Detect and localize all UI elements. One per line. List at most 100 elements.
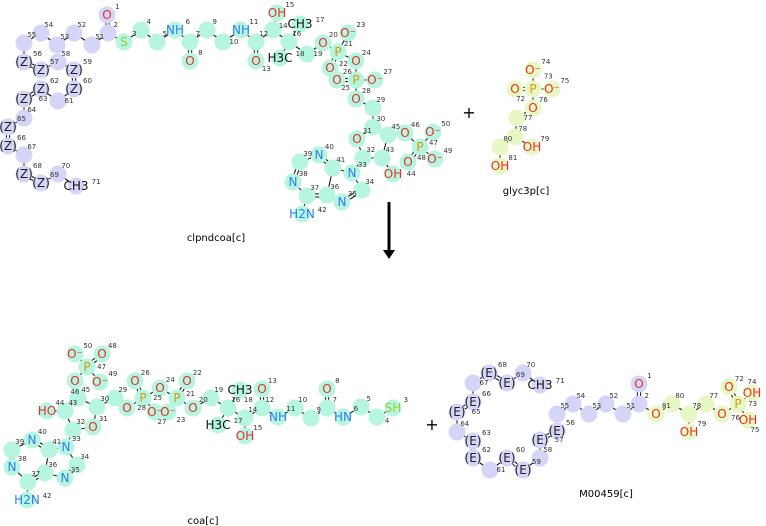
atom-number: 46 [411, 121, 420, 129]
atom-highlight-clpndcoa-33 [343, 164, 361, 182]
atom-number: 66 [482, 390, 491, 398]
atom-symbol: O [251, 54, 260, 68]
atom-number: 41 [336, 156, 345, 164]
atom-number: 63 [39, 95, 48, 103]
atom-highlight-clpndcoa-8 [181, 52, 199, 70]
atom-symbol: O [155, 381, 164, 395]
atom-symbol: O⁻ [147, 405, 163, 419]
atom-number: 72 [735, 375, 744, 383]
atom-highlight-M00459-57 [531, 431, 549, 449]
atom-symbol: (Z) [65, 82, 83, 96]
atom-number: 42 [318, 206, 327, 214]
atom-highlight-M00459-73 [729, 395, 747, 413]
atom-highlight-coa-46 [66, 372, 84, 390]
atom-highlight-clpndcoa-59 [65, 61, 83, 79]
atom-symbol: P [529, 82, 536, 96]
atom-symbol: O [130, 374, 139, 388]
atom-highlight-clpndcoa-50 [424, 123, 442, 141]
atom-number: 43 [385, 146, 394, 154]
atom-number: 22 [193, 369, 202, 377]
atom-symbol: NH [232, 23, 250, 37]
atom-highlight-coa-18 [231, 381, 249, 399]
atom-symbol: O [351, 92, 360, 106]
atom-highlight-clpndcoa-35 [333, 193, 351, 211]
atom-number: 4 [147, 18, 152, 26]
atom-number: 26 [141, 369, 150, 377]
atom-symbol: P [352, 73, 359, 87]
atom-number: 57 [555, 436, 564, 444]
atom-highlight-M00459-2 [630, 395, 648, 413]
atom-number: 47 [97, 363, 106, 371]
atom-highlight-coa-45 [69, 389, 87, 407]
atom-number: 22 [339, 60, 348, 68]
atom-number: 1 [647, 372, 651, 380]
atom-number: 40 [38, 428, 47, 436]
atom-number: 62 [50, 77, 59, 85]
atom-number: 53 [60, 33, 69, 41]
atom-highlight-M00459-58 [531, 449, 549, 467]
atom-number: 6 [186, 18, 191, 26]
atom-symbol: O [403, 155, 412, 169]
atom-number: 23 [356, 21, 365, 29]
atom-highlight-clpndcoa-47 [411, 138, 429, 156]
atom-number: 24 [362, 49, 371, 57]
atom-number: 17 [316, 16, 325, 24]
atom-highlight-clpndcoa-30 [364, 118, 382, 136]
atom-highlight-coa-29 [106, 389, 124, 407]
atom-number: 37 [31, 470, 40, 478]
atom-highlight-glyc3p-73 [524, 80, 542, 98]
atom-number: 61 [65, 97, 74, 105]
atom-highlight-clpndcoa-61 [49, 92, 67, 110]
atom-highlight-clpndcoa-46 [396, 124, 414, 142]
atom-highlight-clpndcoa-34 [353, 181, 371, 199]
plus-sign-products: + [425, 415, 438, 434]
atom-highlight-clpndcoa-49 [426, 150, 444, 168]
atom-number: 69 [516, 371, 525, 379]
atom-number: 18 [244, 396, 253, 404]
atom-number: 5 [163, 30, 167, 38]
atom-number: 10 [230, 38, 239, 46]
plus-sign-substrates: + [462, 103, 475, 122]
atom-number: 81 [508, 154, 517, 162]
atom-highlight-glyc3p-76 [524, 99, 542, 117]
compound-label-glyc3p: glyc3p[c] [503, 186, 550, 197]
atom-symbol: O [528, 101, 537, 115]
atom-highlight-coa-16 [219, 399, 237, 417]
atom-highlight-coa-49 [91, 373, 109, 391]
atom-symbol: O [88, 420, 97, 434]
atom-highlight-coa-28 [118, 399, 136, 417]
atom-highlight-M00459-60 [498, 449, 516, 467]
atom-highlight-coa-17 [209, 416, 227, 434]
atom-number: 60 [83, 77, 92, 85]
atom-symbol: (Z) [15, 92, 33, 106]
atom-number: 27 [158, 418, 167, 426]
arrow-head-icon [383, 250, 395, 259]
atom-symbol: CH3 [63, 179, 88, 193]
atom-highlight-clpndcoa-67 [15, 146, 33, 164]
atom-number: 65 [472, 408, 481, 416]
atom-number: 67 [480, 379, 489, 387]
atom-symbol: CH3 [227, 383, 252, 397]
atom-highlight-M00459-78 [680, 405, 698, 423]
atom-number: 30 [376, 115, 385, 123]
atom-number: 54 [576, 392, 585, 400]
atom-number: 61 [497, 466, 506, 474]
atom-highlight-clpndcoa-39 [291, 153, 309, 171]
atom-number: 2 [114, 21, 118, 29]
atom-number: 25 [341, 84, 350, 92]
atom-number: 17 [234, 417, 243, 425]
atom-number: 62 [482, 446, 491, 454]
atom-symbol: (E) [499, 451, 516, 465]
atom-symbol: (Z) [32, 63, 50, 77]
atom-number: 29 [118, 386, 127, 394]
atom-symbol: O⁻ [367, 73, 383, 87]
atom-highlight-clpndcoa-17 [291, 15, 309, 33]
atom-number: 2 [645, 392, 649, 400]
atom-highlight-clpndcoa-40 [310, 146, 328, 164]
atom-number: 76 [731, 414, 740, 422]
atom-highlight-M00459-75 [739, 411, 757, 429]
atom-symbol: (Z) [65, 63, 83, 77]
atom-highlight-clpndcoa-11 [232, 21, 250, 39]
atom-symbol: O [634, 377, 643, 391]
